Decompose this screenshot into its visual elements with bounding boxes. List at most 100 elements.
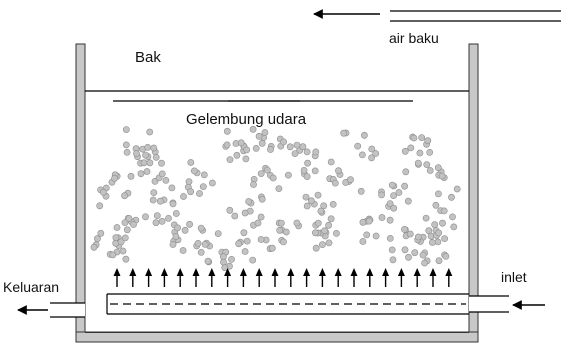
air-up-arrow-head [445,268,453,276]
air-bubble [168,184,176,192]
air-bubble [117,238,125,246]
air-bubble [312,244,320,252]
air-bubble [179,247,187,254]
air-bubble [329,200,337,208]
air-up-arrow-head [113,268,121,276]
air-bubble [142,213,149,221]
air-bubble [389,256,397,264]
air-bubble [181,226,189,234]
air-bubble [307,197,315,205]
air-bubble [121,192,128,200]
air-bubble [314,191,322,199]
air-bubble [201,240,209,248]
air-bubble [261,129,269,136]
tank-label: Bak [135,49,161,66]
air-bubble [137,170,145,178]
air-bubble [119,247,127,255]
air-bubble [223,141,231,149]
air-up-arrow-head [145,268,153,276]
air-bubble [257,236,265,243]
air-bubble [314,219,322,227]
air-up-arrow-head [129,268,137,276]
air-up-arrow-head [429,268,437,276]
air-bubble [122,126,130,134]
air-up-arrow-head [350,268,358,276]
air-bubble [125,215,133,222]
air-bubble [404,197,412,205]
air-bubble [442,252,450,260]
air-bubble [400,225,408,233]
bubbles-label: Gelembung udara [186,111,307,128]
air-bubble [401,147,409,155]
air-bubble [111,174,118,182]
air-bubble [321,227,328,235]
air-bubble [226,156,234,163]
air-bubble [441,235,448,242]
air-bubble [231,212,239,220]
diffuser-pipe [106,293,469,315]
air-bubble [240,229,248,237]
air-bubble [312,148,320,156]
air-bubble [249,256,257,264]
air-bubble [152,219,160,227]
air-bubble [434,190,442,198]
air-bubble [113,224,121,231]
air-bubble [257,170,265,177]
air-bubble [121,234,129,242]
air-bubble [405,253,412,261]
air-bubble [293,141,301,149]
air-bubble [90,243,98,251]
air-bubble [372,150,380,157]
air-bubble [435,229,443,237]
air-bubble [424,137,432,145]
air-bubble [169,241,177,248]
air-bubble [228,255,235,263]
air-bubble [249,125,257,133]
raw-water-pipe [390,10,561,22]
air-bubble [318,241,326,248]
air-bubble [158,170,166,178]
air-bubble [327,158,335,166]
air-bubble [185,178,193,185]
air-up-arrow-head [366,268,374,276]
air-bubble [402,168,410,176]
air-bubble [406,230,414,238]
air-bubble [395,189,403,196]
air-bubble [426,167,434,174]
air-bubble [172,233,180,240]
air-bubble [354,142,362,150]
air-bubble [214,230,222,237]
air-bubble [368,154,375,162]
air-bubble [335,167,342,175]
air-bubble [325,239,333,247]
air-bubble [156,197,164,205]
air-bubble [386,216,394,224]
air-bubble [347,176,354,184]
air-bubble [303,202,311,210]
air-bubble [419,251,427,259]
air-bubble [243,146,251,154]
air-up-arrow-head [318,268,326,276]
air-bubble [221,264,229,272]
air-bubble [302,193,310,201]
air-bubble [235,240,243,248]
air-bubble [284,171,292,179]
air-bubble [226,206,234,214]
tank [75,43,479,343]
air-bubble [421,259,428,267]
air-bubble [257,213,265,221]
air-bubble [258,195,266,203]
air-bubble [186,220,193,228]
air-bubble [280,138,287,146]
air-bubble [440,207,448,215]
air-bubble [146,159,154,167]
air-bubble [327,215,335,223]
air-bubble [127,172,135,180]
air-bubble [438,172,446,180]
air-bubble [422,214,430,222]
air-bubble [390,204,398,212]
air-bubble [241,248,249,255]
air-bubble [197,248,205,256]
air-bubble [317,207,325,215]
air-bubble [368,145,376,153]
